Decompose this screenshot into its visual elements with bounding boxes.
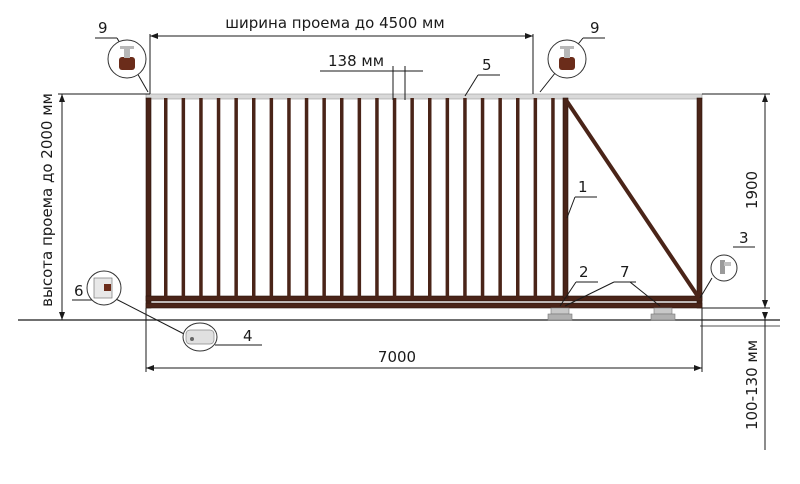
picket	[392, 98, 397, 298]
picket	[269, 98, 274, 298]
roller-support-7	[650, 307, 676, 321]
picket	[340, 98, 344, 298]
picket	[199, 98, 203, 298]
picket	[533, 98, 538, 298]
roller-support-2	[547, 307, 573, 321]
picket	[234, 98, 238, 298]
picket	[428, 98, 432, 298]
clearance-dimension: 100-130 мм	[743, 312, 768, 450]
picket	[216, 98, 221, 298]
top-rail	[145, 93, 703, 100]
clearance-label: 100-130 мм	[743, 340, 761, 430]
gate-height-label: 1900	[743, 171, 761, 209]
control-box-icon	[86, 270, 122, 306]
callout-2: 2	[579, 263, 589, 281]
picket	[410, 98, 414, 298]
picket-step-label: 138 мм	[328, 52, 384, 70]
width-label: ширина проема до 4500 мм	[225, 14, 444, 32]
callout-1: 1	[578, 178, 588, 196]
length-label: 7000	[378, 348, 416, 366]
callout-6: 6	[74, 282, 84, 300]
picket	[164, 98, 168, 298]
picket	[498, 98, 502, 298]
width-dimension: ширина проема до 4500 мм	[149, 14, 534, 94]
gate-height-dimension: 1900	[702, 93, 770, 309]
callout-3: 3	[739, 229, 749, 247]
gate-motor-icon	[182, 322, 218, 352]
picket	[551, 98, 555, 298]
callout-4: 4	[243, 327, 253, 345]
diagonal-brace	[564, 98, 701, 300]
picket	[181, 98, 186, 298]
callout-9-left: 9	[98, 19, 108, 37]
height-dimension: высота проема до 2000 мм	[38, 93, 150, 321]
picket	[252, 98, 256, 298]
picket-step-dimension: 138 мм	[320, 52, 423, 100]
picket	[304, 98, 309, 298]
picket	[516, 98, 520, 298]
callout-9-right: 9	[590, 19, 600, 37]
height-label: высота проема до 2000 мм	[38, 93, 56, 307]
picket	[357, 98, 362, 298]
gate-frame	[145, 97, 703, 309]
length-dimension: 7000	[145, 308, 703, 372]
top-guide-icon	[107, 39, 147, 79]
picket	[463, 98, 467, 298]
picket	[445, 98, 450, 298]
end-roller-icon	[710, 254, 738, 282]
pickets	[164, 98, 555, 298]
top-guide-icon-right	[547, 39, 587, 79]
picket	[480, 98, 485, 298]
picket	[322, 98, 326, 298]
callout-7-label: 7	[620, 263, 630, 281]
picket	[375, 98, 379, 298]
callout-5: 5	[482, 56, 492, 74]
picket	[287, 98, 291, 298]
